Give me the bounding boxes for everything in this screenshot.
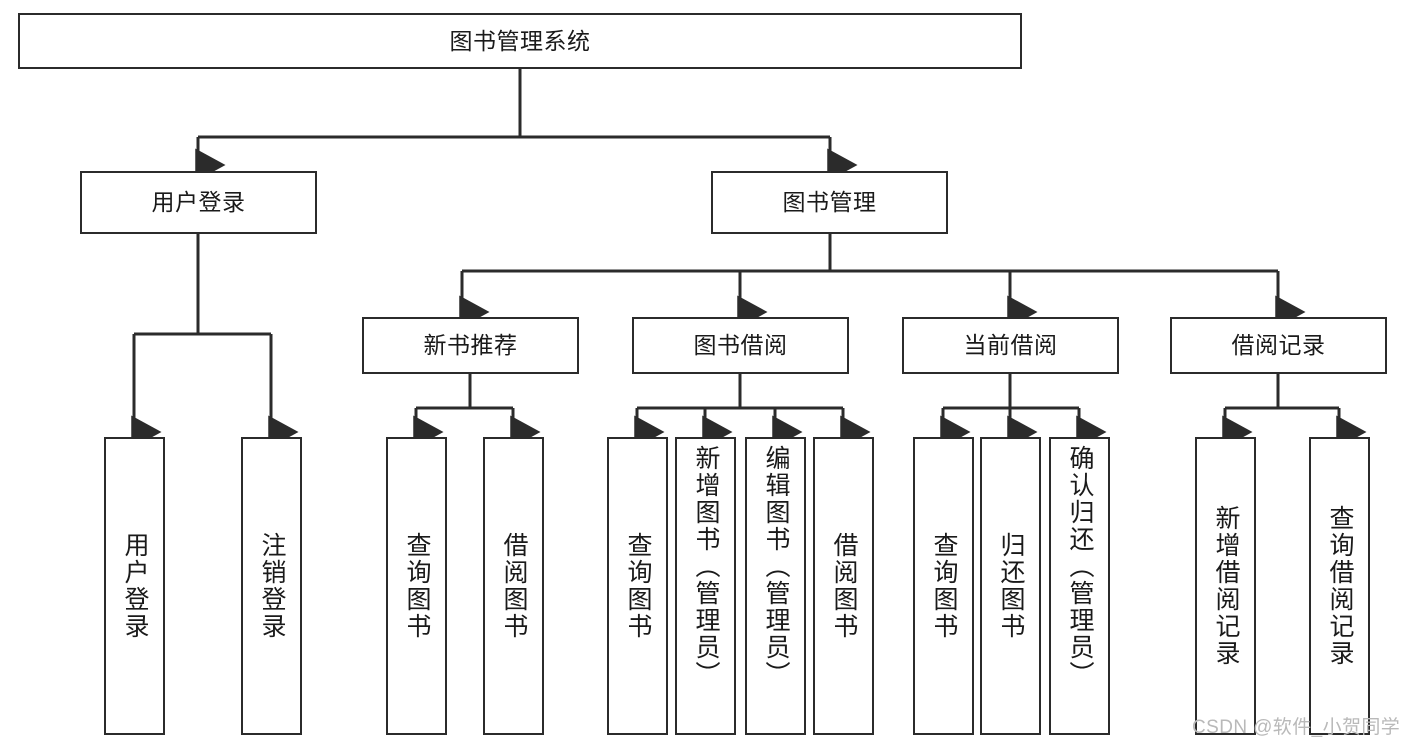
node-label: 借阅图书 (830, 532, 858, 640)
node-label: 查询图书 (624, 532, 652, 640)
node-label: 新增图书（管理员） (692, 445, 720, 688)
node-label: 用户登录 (151, 189, 246, 216)
leaf-query-book-current[interactable]: 查询图书 (913, 437, 974, 735)
node-label: 查询图书 (930, 532, 958, 640)
node-label: 借阅图书 (500, 532, 528, 640)
node-label: 查询图书 (403, 532, 431, 640)
node-new-book-recommend[interactable]: 新书推荐 (362, 317, 579, 374)
leaf-return-book[interactable]: 归还图书 (980, 437, 1041, 735)
node-book-borrow[interactable]: 图书借阅 (632, 317, 849, 374)
node-label: 确认归还（管理员） (1066, 445, 1094, 688)
node-label: 新增借阅记录 (1212, 505, 1240, 667)
leaf-confirm-return-admin[interactable]: 确认归还（管理员） (1049, 437, 1110, 735)
node-label: 新书推荐 (423, 332, 518, 359)
leaf-add-book-admin[interactable]: 新增图书（管理员） (675, 437, 736, 735)
node-book-management[interactable]: 图书管理 (711, 171, 948, 234)
node-label: 图书借阅 (693, 332, 788, 359)
leaf-borrow-book[interactable]: 借阅图书 (813, 437, 874, 735)
watermark-csdn: CSDN @软件_小贺同学 (1192, 717, 1401, 738)
leaf-query-book-recommend[interactable]: 查询图书 (386, 437, 447, 735)
node-label: 归还图书 (997, 532, 1025, 640)
leaf-user-login[interactable]: 用户登录 (104, 437, 165, 735)
node-label: 图书管理 (782, 189, 877, 216)
leaf-borrow-book-recommend[interactable]: 借阅图书 (483, 437, 544, 735)
leaf-logout-login[interactable]: 注销登录 (241, 437, 302, 735)
node-label: 用户登录 (121, 532, 149, 640)
node-current-borrow[interactable]: 当前借阅 (902, 317, 1119, 374)
leaf-edit-book-admin[interactable]: 编辑图书（管理员） (745, 437, 806, 735)
node-label: 编辑图书（管理员） (762, 445, 790, 688)
node-label: 查询借阅记录 (1326, 505, 1354, 667)
node-user-login[interactable]: 用户登录 (80, 171, 317, 234)
node-label: 图书管理系统 (449, 27, 591, 54)
leaf-add-borrow-record[interactable]: 新增借阅记录 (1195, 437, 1256, 735)
leaf-query-book-borrow[interactable]: 查询图书 (607, 437, 668, 735)
node-label: 注销登录 (258, 532, 286, 640)
node-label: 借阅记录 (1231, 332, 1326, 359)
node-label: 当前借阅 (963, 332, 1058, 359)
node-root-book-management-system[interactable]: 图书管理系统 (18, 13, 1022, 69)
node-borrow-record[interactable]: 借阅记录 (1170, 317, 1387, 374)
leaf-query-borrow-record[interactable]: 查询借阅记录 (1309, 437, 1370, 735)
